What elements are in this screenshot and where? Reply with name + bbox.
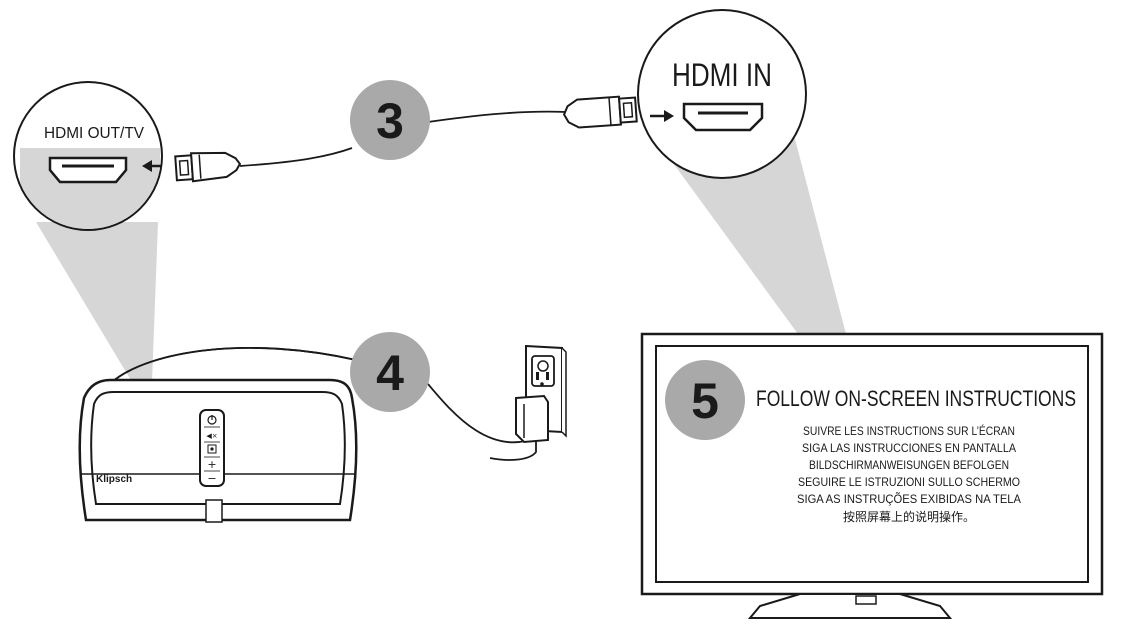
tv-stand xyxy=(747,593,953,619)
mute-button-icon[interactable]: ◀× xyxy=(206,432,217,440)
hdmi-in-port-icon xyxy=(682,102,764,132)
hdmi-plug-left-icon xyxy=(174,151,242,183)
speaker-brand-logo: Klipsch xyxy=(96,474,132,485)
hdmi-out-arrow-icon xyxy=(142,160,162,172)
power-plug-icon xyxy=(489,394,549,461)
speaker-device: Klipsch ◀× + − xyxy=(78,378,358,523)
step-3-badge: 3 xyxy=(350,80,430,160)
step-5-number: 5 xyxy=(691,373,719,429)
hdmi-plug-right-icon xyxy=(562,95,638,129)
tv-instruction-line: SIGA LAS INSTRUCCIONES EN PANTALLA xyxy=(802,441,1016,455)
tv-device: 5 FOLLOW ON-SCREEN INSTRUCTIONS SUIVRE L… xyxy=(640,332,1104,619)
power-button-icon[interactable] xyxy=(207,415,217,425)
hdmi-out-beam xyxy=(36,222,158,382)
tv-instruction-line: BILDSCHIRMANWEISUNGEN BEFOLGEN xyxy=(809,458,1009,472)
hdmi-in-label: HDMI IN xyxy=(672,57,772,93)
tv-heading: FOLLOW ON-SCREEN INSTRUCTIONS xyxy=(756,386,1076,411)
tv-instruction-line: SEGUIRE LE ISTRUZIONI SULLO SCHERMO xyxy=(798,475,1020,489)
volume-up-button-icon[interactable]: + xyxy=(207,458,216,471)
hdmi-in-callout: HDMI IN xyxy=(637,9,807,179)
step-4-number: 4 xyxy=(376,345,404,401)
hdmi-in-arrow-icon xyxy=(650,110,674,122)
input-button-icon[interactable] xyxy=(207,444,217,454)
hdmi-out-callout: HDMI OUT/TV xyxy=(13,81,163,231)
step-5-badge: 5 xyxy=(665,360,745,440)
power-cable-cord xyxy=(111,347,357,383)
step-3-number: 3 xyxy=(376,93,404,149)
hdmi-out-label: HDMI OUT/TV xyxy=(44,125,144,142)
hdmi-cable xyxy=(239,110,567,167)
tv-instruction-line: 按照屏幕上的说明操作。 xyxy=(843,509,975,524)
volume-down-button-icon[interactable]: − xyxy=(207,472,216,485)
hdmi-out-port-icon xyxy=(48,156,128,184)
step-4-badge: 4 xyxy=(350,332,430,412)
tv-instruction-line: SUIVRE LES INSTRUCTIONS SUR L’ÉCRAN xyxy=(803,423,1015,438)
tv-instruction-line: SIGA AS INSTRUÇÕES EXIBIDAS NA TELA xyxy=(797,491,1021,506)
